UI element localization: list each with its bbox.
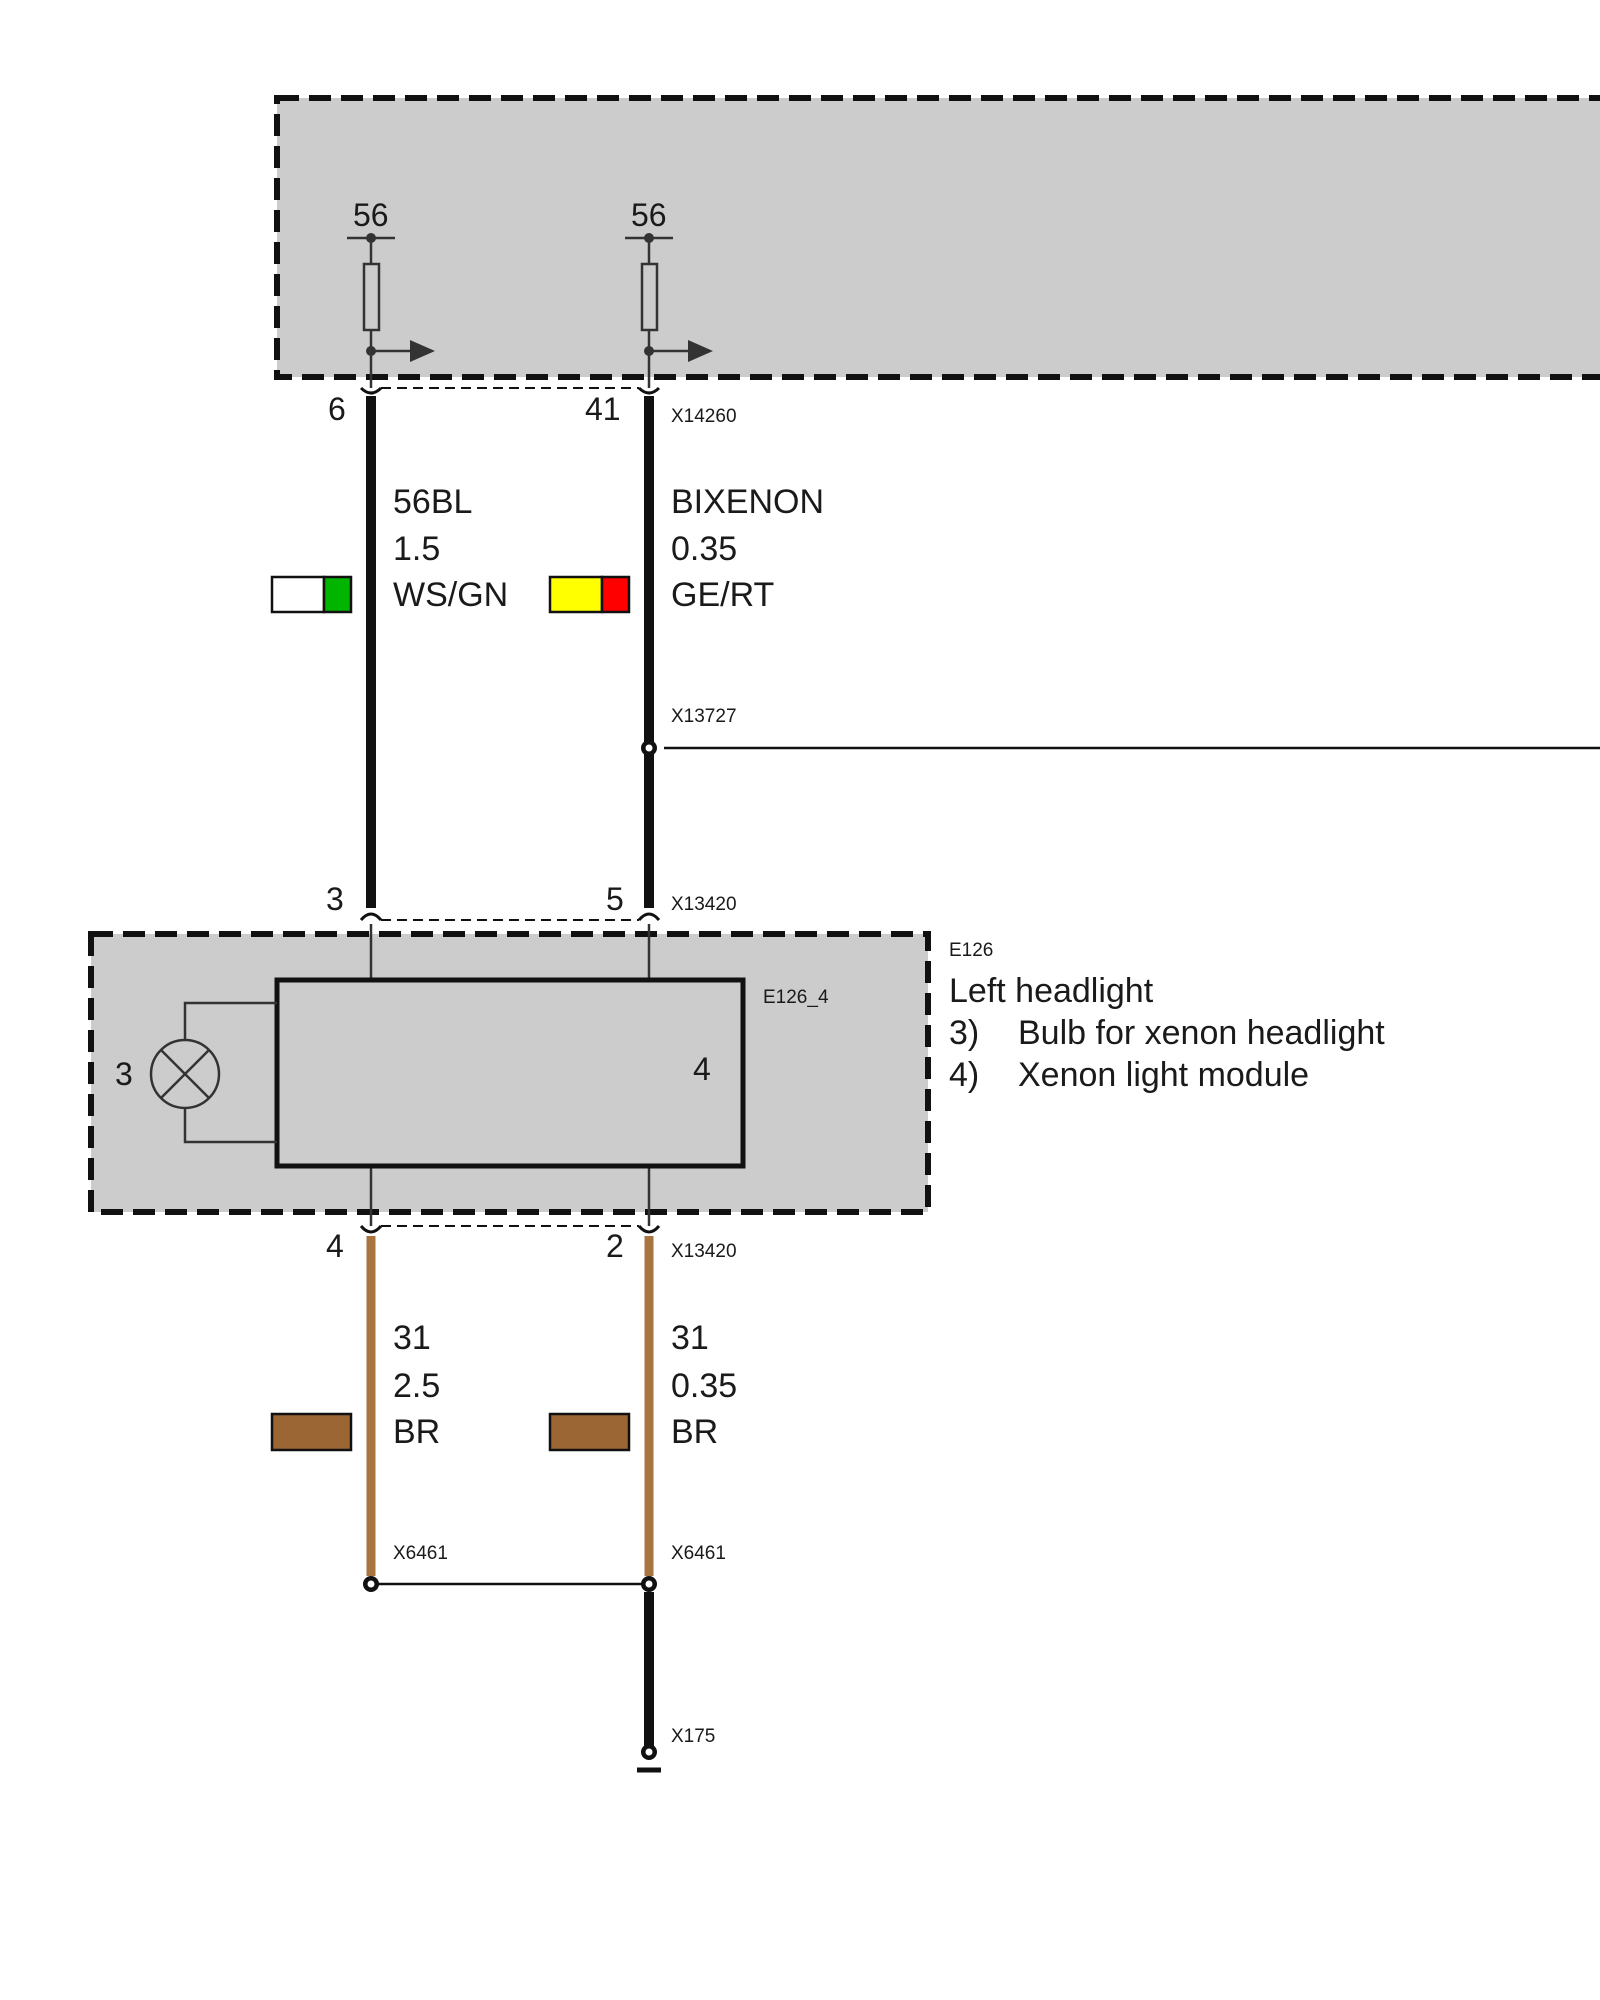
legend-component-id: E126 bbox=[949, 940, 993, 961]
wire-name-bixenon: BIXENON bbox=[671, 483, 824, 521]
pin-2: 2 bbox=[606, 1228, 624, 1264]
wire-cross-section-31-left: 2.5 bbox=[393, 1367, 440, 1405]
connector-x13420-top: 3 5 X13420 bbox=[326, 881, 737, 922]
pin-41: 41 bbox=[585, 391, 621, 427]
color-swatch-green bbox=[322, 575, 353, 614]
pin-3: 3 bbox=[326, 881, 344, 917]
terminal-label-right: 56 bbox=[631, 197, 667, 233]
xenon-light-module bbox=[274, 977, 746, 1169]
splice-x13727: X13727 bbox=[641, 706, 1600, 756]
connector-label-x13420-bottom: X13420 bbox=[671, 1241, 737, 1262]
ground-splice-x6461: X6461 X6461 bbox=[363, 1543, 726, 1592]
module-number: 4 bbox=[693, 1051, 711, 1087]
legend-item-text-4: Xenon light module bbox=[1018, 1056, 1309, 1094]
upper-terminal-left: 56 bbox=[347, 197, 435, 388]
ground-label-x175: X175 bbox=[671, 1726, 715, 1747]
wire-color-code-31-right: BR bbox=[671, 1413, 718, 1451]
legend-title: Left headlight bbox=[949, 972, 1154, 1010]
wire-color-code-bixenon: GE/RT bbox=[671, 576, 774, 614]
legend-item-num-4: 4) bbox=[949, 1056, 979, 1094]
upper-control-module bbox=[274, 95, 1600, 380]
wire-name-31-left: 31 bbox=[393, 1319, 431, 1357]
terminal-label-left: 56 bbox=[353, 197, 389, 233]
connector-x13420-bottom: 4 2 X13420 bbox=[326, 1224, 737, 1264]
legend: E126 Left headlight 3) Bulb for xenon he… bbox=[949, 940, 1385, 1094]
connector-x14260: 6 41 X14260 bbox=[328, 386, 737, 427]
wire-color-code-31-left: BR bbox=[393, 1413, 440, 1451]
splice-label-x6461-right: X6461 bbox=[671, 1543, 726, 1564]
color-swatch-red bbox=[600, 575, 631, 614]
ground-x175: X175 bbox=[637, 1726, 715, 1773]
color-swatch-brown-left bbox=[270, 1412, 353, 1452]
pin-4: 4 bbox=[326, 1228, 344, 1264]
color-swatch-brown-right bbox=[548, 1412, 631, 1452]
module-id-label: E126_4 bbox=[763, 987, 829, 1008]
connector-label-x13420-top: X13420 bbox=[671, 894, 737, 915]
pin-5: 5 bbox=[606, 881, 624, 917]
color-swatch-white bbox=[270, 575, 326, 614]
wire-cross-section-56bl: 1.5 bbox=[393, 530, 440, 568]
wire-label-31-left: 31 2.5 BR bbox=[270, 1319, 440, 1452]
wire-name-56bl: 56BL bbox=[393, 483, 472, 521]
legend-item-num-3: 3) bbox=[949, 1014, 979, 1052]
wire-label-bixenon: BIXENON 0.35 GE/RT bbox=[548, 483, 824, 614]
wire-label-31-right: 31 0.35 BR bbox=[548, 1319, 737, 1452]
legend-item-text-3: Bulb for xenon headlight bbox=[1018, 1014, 1385, 1052]
wire-label-56bl: 56BL 1.5 WS/GN bbox=[270, 483, 508, 614]
splice-label-x6461-left: X6461 bbox=[393, 1543, 448, 1564]
splice-label-x13727: X13727 bbox=[671, 706, 737, 727]
pin-6: 6 bbox=[328, 391, 346, 427]
wire-color-code-56bl: WS/GN bbox=[393, 576, 508, 614]
upper-terminal-right: 56 bbox=[625, 197, 713, 388]
wire-name-31-right: 31 bbox=[671, 1319, 709, 1357]
wire-cross-section-31-right: 0.35 bbox=[671, 1367, 737, 1405]
bulb-icon bbox=[149, 1001, 277, 1144]
color-swatch-yellow bbox=[548, 575, 604, 614]
connector-label-x14260: X14260 bbox=[671, 406, 737, 427]
wire-cross-section-bixenon: 0.35 bbox=[671, 530, 737, 568]
bulb-number: 3 bbox=[115, 1056, 133, 1092]
